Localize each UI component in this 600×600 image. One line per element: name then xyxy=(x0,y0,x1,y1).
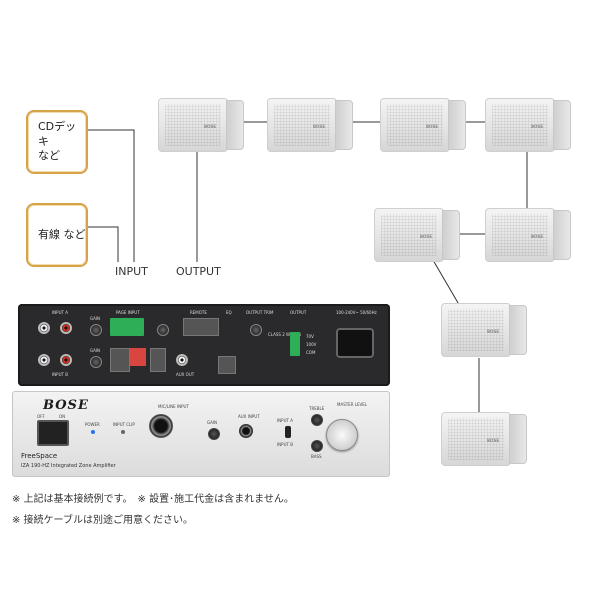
input-clip-label: INPUT CLIP xyxy=(113,422,135,427)
treble-label: TREBLE xyxy=(309,406,325,411)
master-level-label: MASTER LEVEL xyxy=(337,402,367,407)
page-gain-knob xyxy=(157,324,169,336)
rca-b-left xyxy=(38,354,50,366)
page-input-label: PAGE INPUT xyxy=(116,310,140,315)
v100-label: 100V xyxy=(306,342,317,347)
speaker-6: BOSE xyxy=(485,208,571,262)
rear-input-b-label: INPUT B xyxy=(52,372,68,377)
source-cd-label-2: など xyxy=(38,149,60,163)
output-trim-knob xyxy=(250,324,262,336)
rear-input-a-label: INPUT A xyxy=(52,310,68,315)
remote-terminal-2 xyxy=(218,356,236,374)
input-select-switch[interactable] xyxy=(285,426,291,438)
clip-led xyxy=(121,430,125,434)
gain-b-knob xyxy=(90,356,102,368)
eq-label: EQ xyxy=(226,310,232,315)
speaker-4: BOSE xyxy=(485,98,571,152)
input-label: INPUT xyxy=(115,265,148,278)
amplifier-front-panel: BOSE OFF ON POWER INPUT CLIP MIC/LINE IN… xyxy=(12,391,390,477)
speaker-8: BOSE xyxy=(441,412,527,466)
power-led-label: POWER xyxy=(85,422,100,427)
rca-a-left xyxy=(38,322,50,334)
off-label: OFF xyxy=(37,414,45,419)
output-label: OUTPUT xyxy=(176,265,221,278)
aux-input-label: AUX INPUT xyxy=(238,414,260,419)
source-wired-label: 有線 など xyxy=(38,227,86,241)
switch-block-1 xyxy=(110,348,130,372)
page-input-terminal xyxy=(110,318,144,336)
speaker-output-terminal xyxy=(290,332,300,356)
remote-terminal xyxy=(183,318,219,336)
source-cd-label-1: CDデッキ xyxy=(38,119,77,148)
master-level-knob[interactable] xyxy=(326,419,358,451)
wired-input-line xyxy=(88,226,119,262)
mains-label: 100-240V~ 50/60Hz xyxy=(336,310,377,315)
dip-switch-red xyxy=(130,348,146,366)
aux-out-jack xyxy=(176,354,188,366)
front-input-b-label: INPUT B xyxy=(277,442,293,447)
rear-gain-label-b: GAIN xyxy=(90,348,101,353)
switch-block-2 xyxy=(150,348,166,372)
power-inlet xyxy=(336,328,374,358)
speaker-1: BOSE xyxy=(158,98,244,152)
speaker-2: BOSE xyxy=(267,98,353,152)
front-gain-label: GAIN xyxy=(207,420,218,425)
gain-a-knob xyxy=(90,324,102,336)
remote-label: REMOTE xyxy=(190,310,207,315)
treble-knob[interactable] xyxy=(311,414,323,426)
source-wired: 有線 など xyxy=(26,203,88,267)
power-led xyxy=(91,430,95,434)
power-switch[interactable] xyxy=(37,420,69,446)
bass-label: BASS xyxy=(311,454,322,459)
amplifier-rear-panel: INPUT A INPUT B GAIN GAIN PAGE INPUT AUX… xyxy=(18,304,390,386)
front-input-a-label: INPUT A xyxy=(277,418,293,423)
note-line-1: ※ 上記は基本接続例です。 ※ 設置･施工代金は含まれません。 xyxy=(12,494,294,505)
note-line-2: ※ 接続ケーブルは別途ご用意ください。 xyxy=(12,515,193,526)
com-label: COM xyxy=(306,350,316,355)
bose-logo: BOSE xyxy=(43,398,89,413)
mic-line-jack xyxy=(149,414,173,438)
rear-gain-label-a: GAIN xyxy=(90,316,101,321)
front-gain-knob[interactable] xyxy=(208,428,220,440)
output-trim-label: OUTPUT TRIM xyxy=(246,310,274,315)
rca-a-right xyxy=(60,322,72,334)
rca-b-right xyxy=(60,354,72,366)
speaker-3: BOSE xyxy=(380,98,466,152)
aux-input-jack xyxy=(239,424,253,438)
v70-label: 70V xyxy=(306,334,314,339)
speaker-5: BOSE xyxy=(374,208,460,262)
product-name: FreeSpace xyxy=(21,452,58,460)
class2-label: CLASS 2 WIRING xyxy=(268,332,302,337)
mic-line-label: MIC/LINE INPUT xyxy=(158,404,189,409)
speaker-7: BOSE xyxy=(441,303,527,357)
bass-knob[interactable] xyxy=(311,440,323,452)
link-5-7 xyxy=(432,259,462,309)
source-cd-deck: CDデッキ など xyxy=(26,110,88,174)
aux-out-label: AUX OUT xyxy=(176,372,195,377)
product-model: IZA 190-HZ Integrated Zone Amplifier xyxy=(21,463,116,469)
on-label: ON xyxy=(59,414,66,419)
cd-input-line xyxy=(88,129,135,262)
output-terminal-label: OUTPUT xyxy=(290,310,307,315)
